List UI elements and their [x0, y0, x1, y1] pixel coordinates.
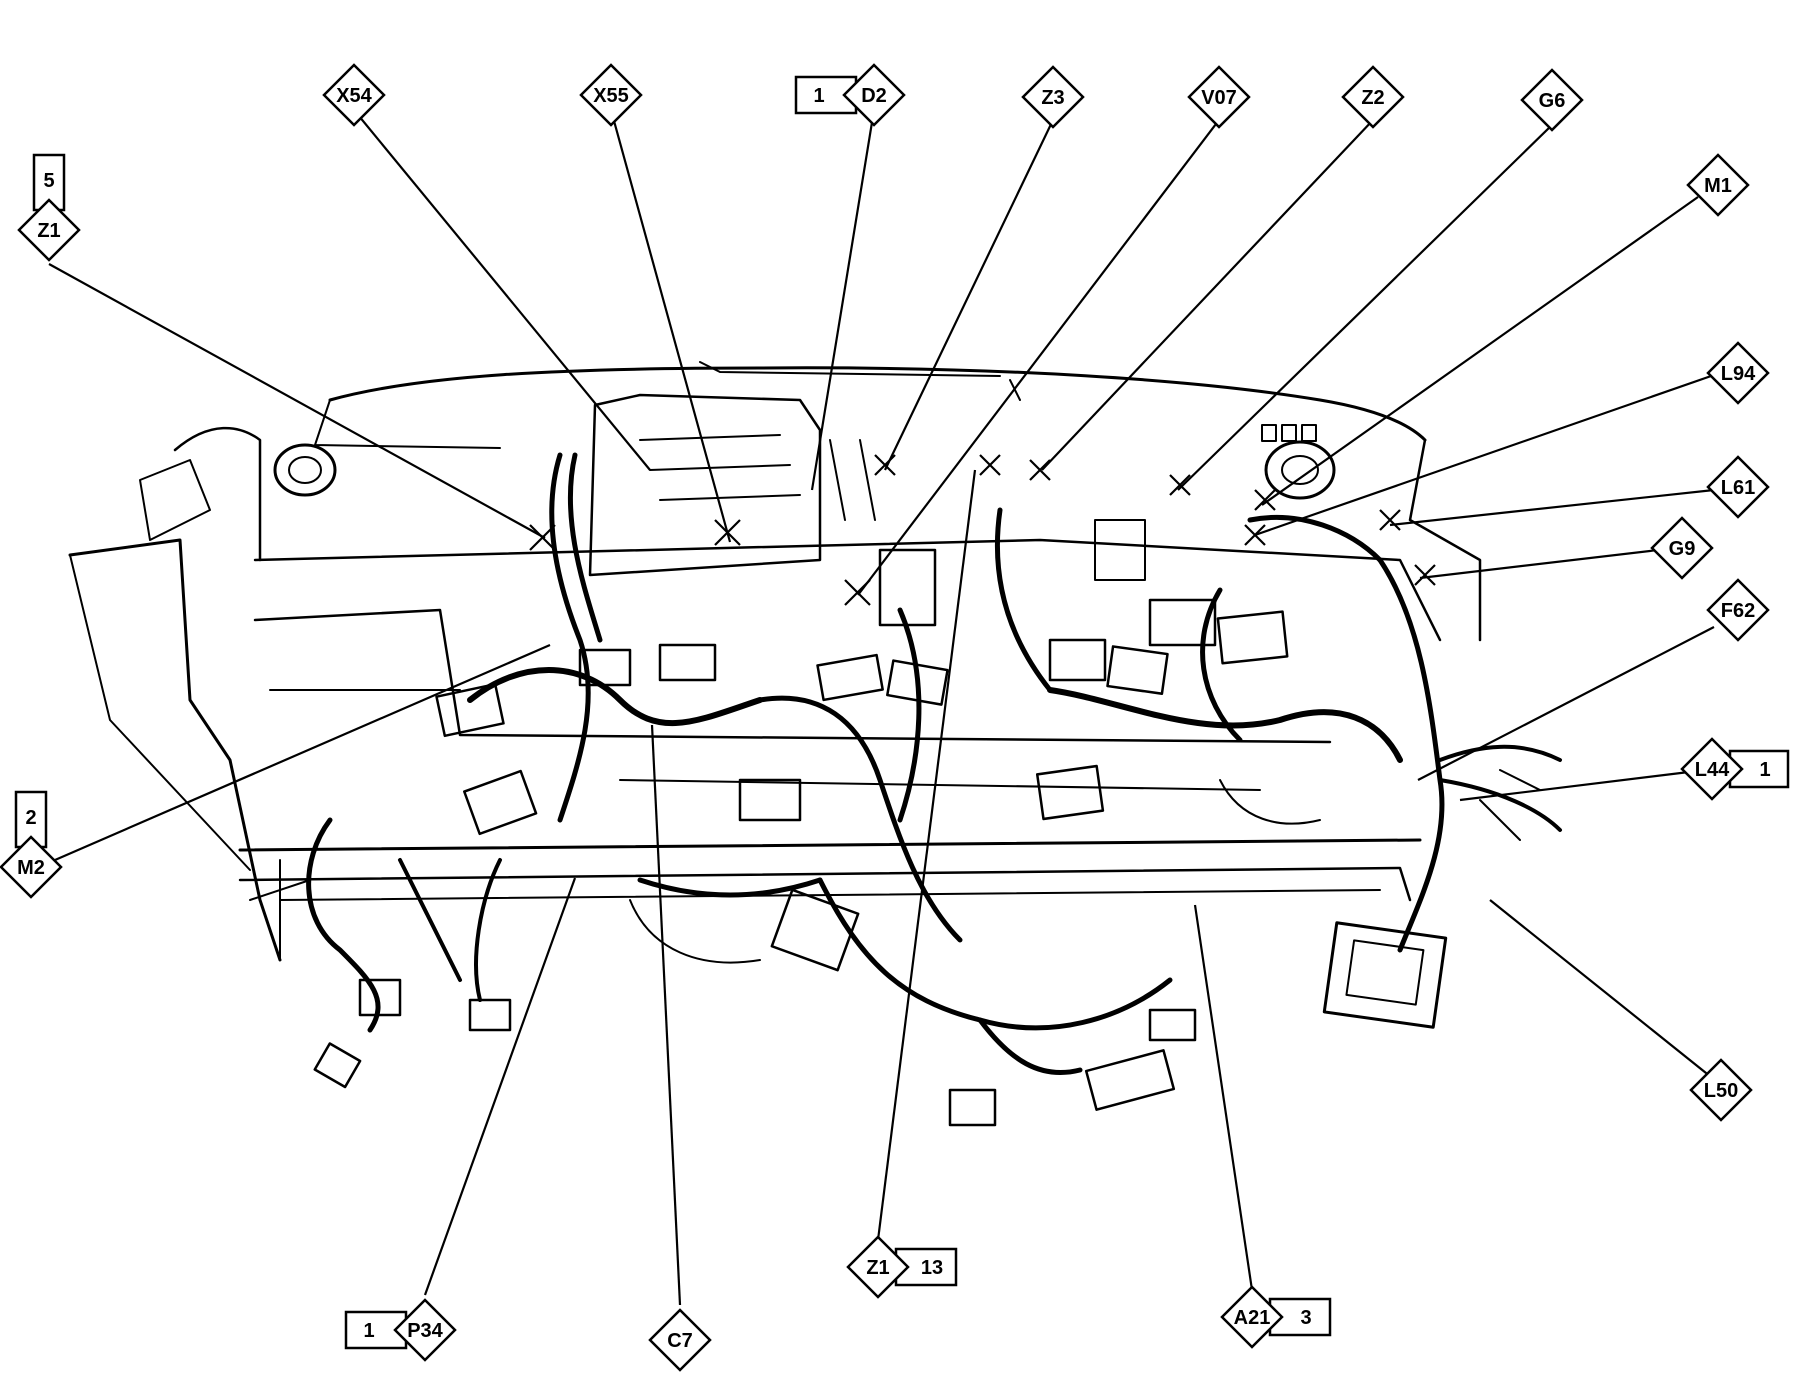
leader-c7 — [650, 724, 682, 1306]
callout-label: M2 — [17, 857, 45, 879]
leader-f62 — [1417, 626, 1715, 781]
callout-label: X55 — [593, 85, 629, 107]
callout-number: 1 — [813, 85, 824, 107]
callout-f62: F62 — [1706, 578, 1770, 642]
callout-v07: V07 — [1187, 65, 1251, 129]
leader-a21 — [1193, 904, 1254, 1291]
callout-label: A21 — [1234, 1307, 1271, 1329]
leader-v07 — [857, 119, 1220, 596]
callout-number: 5 — [43, 170, 54, 192]
callout-label: C7 — [667, 1330, 693, 1352]
callout-d2: 1 D2 — [794, 63, 906, 127]
callout-l50: L50 — [1689, 1058, 1753, 1122]
callout-m1: M1 — [1686, 153, 1750, 217]
leader-d2 — [810, 109, 876, 491]
callout-label: P34 — [407, 1320, 443, 1342]
callout-label: X54 — [336, 85, 372, 107]
leader-z2 — [1041, 119, 1374, 471]
callout-number: 13 — [921, 1257, 943, 1279]
leader-m1 — [1261, 196, 1699, 506]
callout-label: G9 — [1669, 538, 1696, 560]
callout-label: G6 — [1539, 90, 1566, 112]
callout-l94: L94 — [1706, 341, 1770, 405]
callout-z1-bottom: 13 Z1 — [846, 1235, 958, 1299]
callout-label: F62 — [1721, 600, 1755, 622]
callout-c7: C7 — [648, 1308, 712, 1372]
callout-x54: X54 — [322, 63, 386, 127]
callout-label: D2 — [861, 85, 887, 107]
callout-m2: 2 M2 — [0, 790, 63, 899]
callout-l44: 1 L44 — [1680, 737, 1790, 801]
callout-g6: G6 — [1520, 68, 1584, 132]
leader-z3 — [884, 119, 1054, 471]
callout-z2: Z2 — [1341, 65, 1405, 129]
callout-number: 1 — [1759, 759, 1770, 781]
callout-label: L61 — [1721, 477, 1755, 499]
callout-number: 3 — [1300, 1307, 1311, 1329]
leader-g9 — [1419, 548, 1659, 580]
callout-a21: 3 A21 — [1220, 1285, 1332, 1349]
callout-l61: L61 — [1706, 455, 1770, 519]
instrument-panel-illustration — [68, 361, 1562, 1127]
leader-l44 — [1459, 770, 1690, 802]
callout-label: Z3 — [1041, 87, 1064, 109]
callout-number: 2 — [25, 807, 36, 829]
callout-label: Z2 — [1361, 87, 1384, 109]
leader-x54 — [353, 109, 651, 471]
leader-l61 — [1389, 488, 1715, 527]
leader-l50 — [1489, 899, 1722, 1086]
callout-label: Z1 — [866, 1257, 889, 1279]
callout-z3: Z3 — [1021, 65, 1085, 129]
callout-z1-top: 5 Z1 — [17, 153, 81, 262]
leader-m2 — [54, 643, 551, 862]
callout-x55: X55 — [579, 63, 643, 127]
callout-label: L94 — [1721, 363, 1756, 385]
leader-z1-bottom — [876, 469, 977, 1241]
leader-g6 — [1177, 124, 1553, 491]
callout-number: 1 — [363, 1320, 374, 1342]
callout-label: L50 — [1704, 1080, 1738, 1102]
leader-z1-top — [48, 263, 546, 539]
leader-x55 — [609, 109, 732, 543]
leader-l94 — [1254, 373, 1715, 537]
callout-p34: 1 P34 — [344, 1298, 457, 1362]
callout-label: Z1 — [37, 220, 60, 242]
callout-label: L44 — [1695, 759, 1730, 781]
callout-g9: G9 — [1650, 516, 1714, 580]
callout-label: M1 — [1704, 175, 1732, 197]
leader-p34 — [423, 877, 577, 1296]
leader-lines — [48, 109, 1722, 1306]
callout-label: V07 — [1201, 87, 1237, 109]
